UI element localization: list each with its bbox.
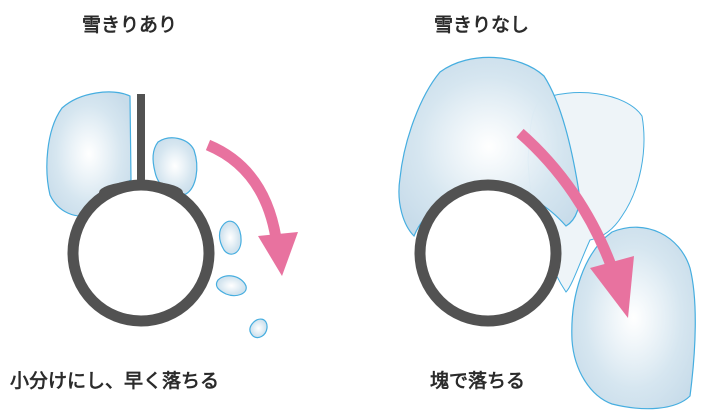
fall-direction-arrow [516, 128, 618, 270]
snow-lump-small [152, 137, 198, 195]
wire-cross-section [414, 179, 562, 327]
wire-cross-section [67, 179, 215, 327]
right-panel-caption: 塊で落ちる [430, 370, 526, 392]
snow-cutter-fin [137, 94, 145, 184]
fall-direction-arrow [205, 139, 282, 239]
snow-piece [249, 318, 268, 339]
snow-chunk-falling [571, 226, 696, 410]
right-panel-title: 雪きりなし [434, 14, 530, 36]
snow-piece [218, 220, 242, 255]
arrow-head [590, 256, 634, 318]
left-panel-caption: 小分けにし、早く落ちる [10, 370, 220, 392]
left-panel-title: 雪きりあり [82, 14, 178, 36]
snow-piece [215, 275, 247, 297]
arrow-head [258, 232, 298, 276]
left-panel [46, 91, 298, 339]
right-panel [398, 56, 696, 410]
